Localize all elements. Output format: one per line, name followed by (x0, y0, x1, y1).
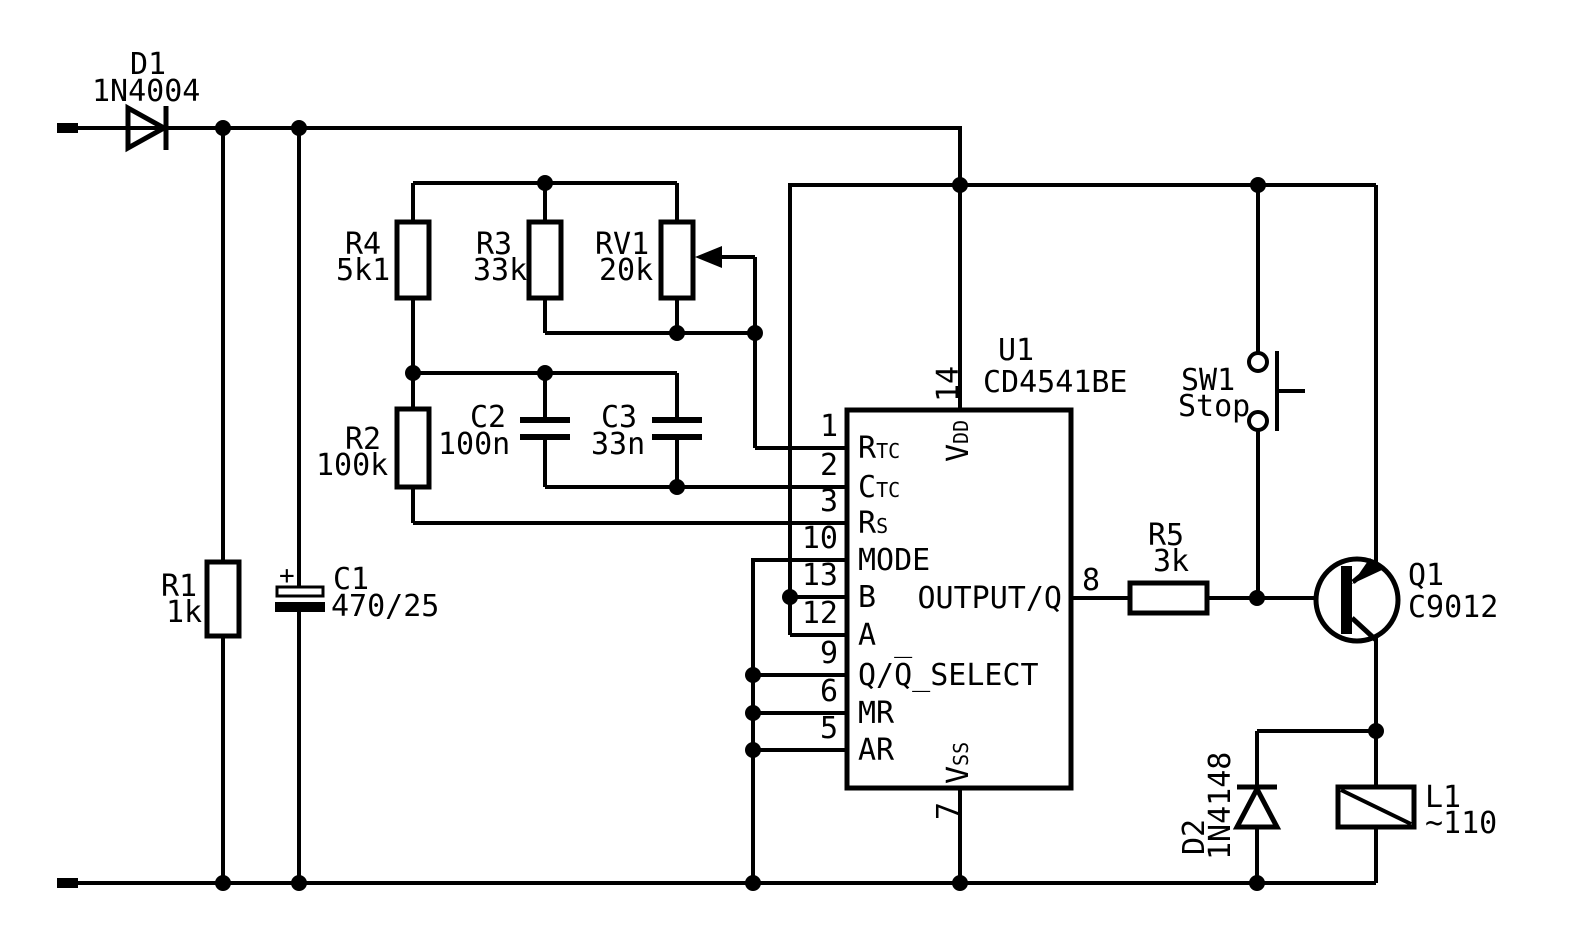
q1-ref-label: Q1 (1408, 558, 1445, 593)
sw1-value-label: Stop (1178, 389, 1251, 424)
c1-ref-label: C1 (333, 562, 370, 597)
l1-ref-label: L1 (1425, 780, 1462, 815)
sw1-ref-label: SW1 (1181, 363, 1236, 398)
c3-ref-label: C3 (601, 400, 638, 435)
l1-relay-symbol (1335, 784, 1417, 830)
terminal-bottom-left (57, 878, 78, 888)
u1-value-label: CD4541BE (983, 365, 1128, 400)
u1-pin-label-output: OUTPUT/Q (917, 581, 1063, 616)
u1-pin-label-mr: MR (858, 696, 895, 731)
u1-pin-label-rtc: RTC (858, 431, 901, 466)
u1-pin-label-mode: MODE (858, 543, 931, 578)
r5-value-label: 3k (1153, 544, 1190, 579)
r3-value-label: 33k (473, 253, 528, 288)
d2-value-label: 1N4148 (1203, 751, 1238, 860)
r3-ref-label: R3 (476, 227, 513, 262)
junction-dots (215, 120, 1384, 891)
l1-value-label: ~110 (1425, 806, 1498, 841)
r1-body (204, 559, 242, 639)
r2-body (394, 406, 432, 490)
r4-body (394, 219, 432, 301)
u1-pin-number-3: 3 (819, 484, 838, 519)
q1-transistor-symbol (1313, 556, 1401, 644)
u1-pin-label-vss: VSS (941, 741, 976, 784)
u1-pin-number-12: 12 (801, 596, 838, 631)
u1-pin-label-b: B (858, 580, 877, 615)
r2-ref-label: R2 (345, 422, 382, 457)
u1-pin-number-14: 14 (931, 365, 966, 402)
u1-pin-number-2: 2 (819, 448, 838, 483)
u1-pin-number-8: 8 (1082, 563, 1101, 598)
d1-ref-label: D1 (130, 47, 167, 82)
c3-capacitor-symbol (652, 417, 702, 440)
c1-value-label: 470/25 (331, 589, 440, 624)
u1-pin-number-5: 5 (819, 711, 838, 746)
q1-emitter-arrow (1352, 558, 1382, 584)
u1-pin-number-1: 1 (819, 409, 838, 444)
u1-pin-number-6: 6 (819, 674, 838, 709)
u1-pin-number-10: 10 (801, 521, 838, 556)
r1-value-label: 1k (166, 595, 203, 630)
u1-pin-number-13: 13 (801, 558, 838, 593)
u1-pin-label-ar: AR (858, 733, 895, 768)
rv1-body (658, 219, 696, 301)
rv1-value-label: 20k (599, 253, 654, 288)
u1-pin-label-q-select: Q/Q̅_SELECT (858, 658, 1039, 693)
u1-pin-number-9: 9 (819, 636, 838, 671)
q1-value-label: C9012 (1408, 590, 1499, 625)
u1-pin-label-a: A (858, 618, 877, 653)
sw1-switch-symbol (1247, 351, 1305, 432)
u1-pin-number-7: 7 (931, 801, 966, 820)
c2-capacitor-symbol (520, 417, 570, 440)
c1-capacitor-symbol (275, 585, 325, 612)
r2-value-label: 100k (316, 448, 389, 483)
terminal-top-left (57, 123, 78, 133)
r5-ref-label: R5 (1148, 518, 1185, 553)
c2-value-label: 100n (438, 427, 511, 462)
r3-body (526, 219, 564, 301)
u1-ic-body (844, 407, 1074, 791)
r4-value-label: 5k1 (336, 253, 391, 288)
r5-body (1127, 580, 1210, 616)
r1-ref-label: R1 (161, 569, 198, 604)
wires (75, 126, 1378, 885)
c1-polarity-label: + (279, 561, 295, 591)
c3-value-label: 33n (591, 427, 646, 462)
u1-pin-label-ctc: CTC (858, 470, 901, 505)
rv1-wiper-arrow (695, 246, 722, 268)
u1-pin-label-vdd: VDD (941, 419, 976, 462)
u1-pin-label-rs: RS (858, 506, 889, 541)
d2-diode-symbol (1232, 783, 1282, 830)
d1-value-label: 1N4004 (92, 74, 201, 109)
rv1-ref-label: RV1 (595, 227, 650, 262)
r4-ref-label: R4 (345, 227, 382, 262)
resistor-bodies (204, 219, 1210, 639)
c2-ref-label: C2 (470, 400, 507, 435)
d1-diode-symbol (125, 103, 170, 153)
u1-ref-label: U1 (998, 333, 1035, 368)
